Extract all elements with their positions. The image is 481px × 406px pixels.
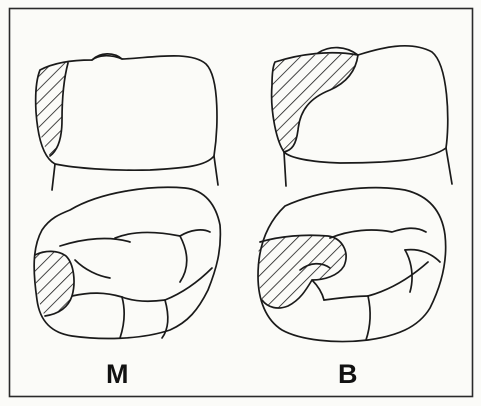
tooth-proximal-right	[272, 46, 452, 186]
label-buccal: B	[338, 361, 358, 388]
figure-frame	[10, 9, 473, 397]
label-mesial: M	[106, 361, 129, 388]
tooth-proximal-left	[36, 54, 218, 190]
tooth-occlusal-right	[258, 188, 446, 342]
cavity-hatched-left-bottom	[35, 251, 74, 316]
tooth-occlusal-left	[34, 187, 220, 338]
cavity-hatched-right-top	[272, 54, 358, 152]
cavity-hatched-right-bottom	[258, 235, 346, 308]
